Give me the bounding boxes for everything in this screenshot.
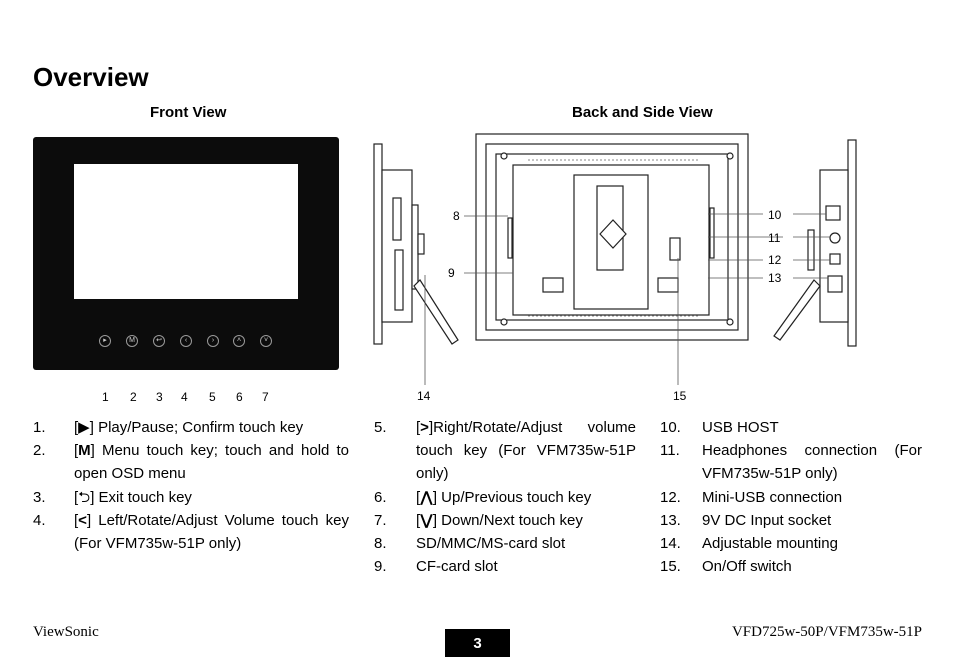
front-view-label: Front View <box>150 104 227 121</box>
exit-icon: ⮌ <box>78 488 91 506</box>
callout-14: 14 <box>417 389 431 403</box>
list-item: 3. [⮌] Exit touch key <box>33 486 349 509</box>
list-item: 9. CF-card slot <box>374 555 636 578</box>
list-item: 1. [▶] Play/Pause; Confirm touch key <box>33 416 349 439</box>
list-item: 15. On/Off switch <box>660 555 922 578</box>
item-text: Play/Pause; Confirm touch key <box>98 419 304 436</box>
key-number: 5 <box>209 390 216 404</box>
callout-12: 12 <box>768 253 782 267</box>
items-column-1: 1. [▶] Play/Pause; Confirm touch key 2. … <box>33 416 349 555</box>
callout-15: 15 <box>673 389 687 403</box>
list-item: 7. [⋁] Down/Next touch key <box>374 509 636 532</box>
item-number: 9. <box>374 558 387 576</box>
up-key-icon: ˄ <box>233 335 245 347</box>
down-key-icon: ˅ <box>260 335 272 347</box>
list-item: 12. Mini-USB connection <box>660 486 922 509</box>
up-arrow-icon: ⋀ <box>420 488 433 506</box>
item-text: On/Off switch <box>702 558 792 576</box>
item-number: 13. <box>660 511 681 529</box>
page-title: Overview <box>33 62 149 92</box>
key-number: 4 <box>181 390 188 404</box>
play-icon: ▶ <box>78 419 90 436</box>
item-number: 12. <box>660 488 681 506</box>
key-number: 7 <box>262 390 269 404</box>
callout-9: 9 <box>448 266 455 280</box>
exit-key-icon: ↩ <box>153 335 165 347</box>
item-number: 11. <box>660 442 680 460</box>
item-number: 8. <box>374 535 387 553</box>
item-number: 5. <box>374 419 387 436</box>
menu-key-icon: M <box>126 335 138 347</box>
left-key-icon: ‹ <box>180 335 192 347</box>
page-number: 3 <box>445 629 510 657</box>
list-item: 11. Headphones connection (For VFM735w-5… <box>660 439 922 485</box>
list-item: 10. USB HOST <box>660 416 922 439</box>
item-text: USB HOST <box>702 419 779 436</box>
item-number: 1. <box>33 419 46 436</box>
list-item: 13. 9V DC Input socket <box>660 509 922 532</box>
items-column-2: 5. [>]Right/Rotate/Adjust volume touch k… <box>374 416 636 578</box>
item-text: Adjustable mounting <box>702 535 838 553</box>
list-item: 8. SD/MMC/MS-card slot <box>374 532 636 555</box>
list-item: 6. [⋀] Up/Previous touch key <box>374 486 636 509</box>
item-number: 3. <box>33 488 46 506</box>
item-text: Up/Previous touch key <box>441 488 592 506</box>
down-arrow-icon: ⋁ <box>420 511 433 529</box>
play-key-icon: ▸ <box>99 335 111 347</box>
item-text: CF-card slot <box>416 558 498 576</box>
list-item: 4. [<] Left/Rotate/Adjust Volume touch k… <box>33 509 349 555</box>
key-number: 3 <box>156 390 163 404</box>
footer-brand: ViewSonic <box>33 624 99 640</box>
item-text: Right/Rotate/Adjust volume touch key (Fo… <box>416 419 636 483</box>
item-number: 7. <box>374 511 387 529</box>
right-key-icon: › <box>207 335 219 347</box>
callout-10: 10 <box>768 208 782 222</box>
list-item: 2. [M] Menu touch key; touch and hold to… <box>33 439 349 485</box>
item-text: Down/Next touch key <box>441 511 583 529</box>
item-text: SD/MMC/MS-card slot <box>416 535 566 553</box>
item-number: 10. <box>660 419 681 436</box>
items-column-3: 10. USB HOST 11. Headphones connection (… <box>660 416 922 578</box>
item-text: Headphones connection (For VFM735w-51P o… <box>702 442 922 483</box>
key-number: 6 <box>236 390 243 404</box>
item-number: 6. <box>374 488 387 506</box>
item-number: 14. <box>660 535 681 553</box>
item-number: 4. <box>33 511 46 529</box>
device-screen <box>74 164 298 299</box>
item-text: Exit touch key <box>98 488 192 506</box>
item-text: 9V DC Input socket <box>702 511 832 529</box>
back-view-label: Back and Side View <box>572 104 713 121</box>
item-number: 15. <box>660 558 681 576</box>
front-view-device-image: ▸ M ↩ ‹ › ˄ ˅ <box>33 137 339 370</box>
item-text: Left/Rotate/Adjust Volume touch key (For… <box>74 511 349 553</box>
callout-13: 13 <box>768 271 782 285</box>
item-text: Mini-USB connection <box>702 488 843 506</box>
left-arrow-icon: < <box>78 511 87 529</box>
item-number: 2. <box>33 442 46 460</box>
key-number: 1 <box>102 390 109 404</box>
list-item: 5. [>]Right/Rotate/Adjust volume touch k… <box>374 416 636 486</box>
callout-11: 11 <box>768 231 781 245</box>
menu-icon: M <box>78 442 91 460</box>
back-side-view-image: 8 9 10 11 12 13 14 15 <box>373 133 857 403</box>
key-number: 2 <box>130 390 137 404</box>
item-text: Menu touch key; touch and hold to open O… <box>74 442 349 483</box>
list-item: 14. Adjustable mounting <box>660 532 922 555</box>
footer-model: VFD725w-50P/VFM735w-51P <box>731 624 922 640</box>
callout-8: 8 <box>453 209 460 223</box>
right-arrow-icon: > <box>420 419 429 436</box>
